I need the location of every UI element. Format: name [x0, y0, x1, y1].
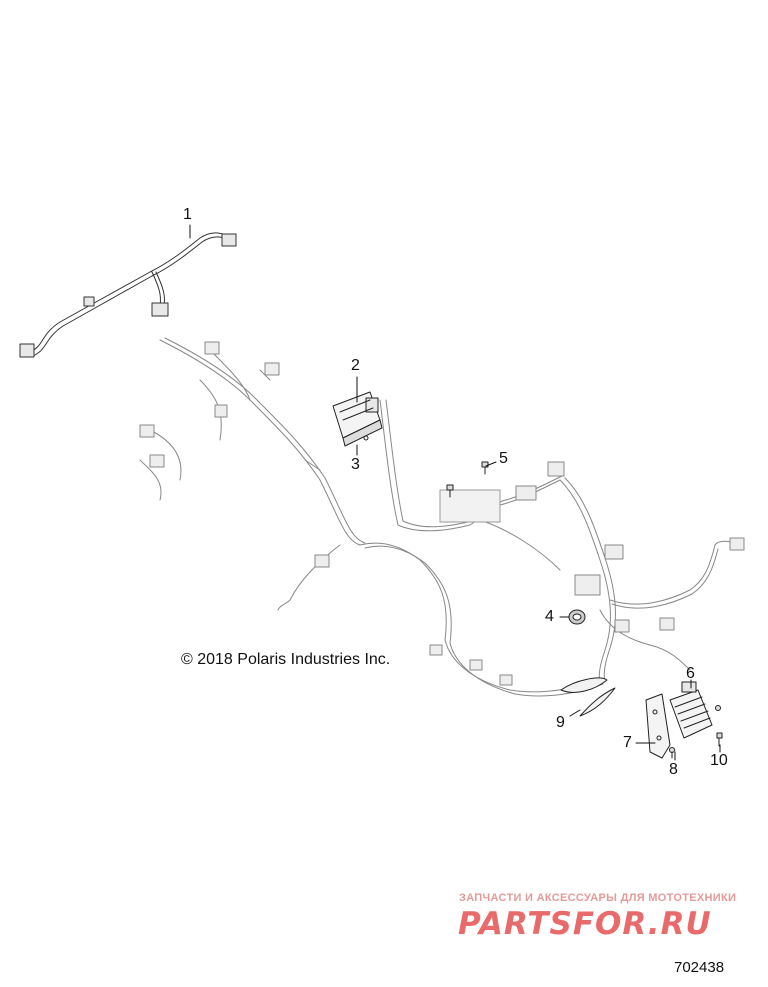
- fastener-part-10: [715, 705, 723, 747]
- watermark-tagline: ЗАПЧАСТИ И АКСЕССУАРЫ ДЛЯ МОТОТЕХНИКИ: [459, 892, 737, 904]
- copyright-text: © 2018 Polaris Industries Inc.: [181, 651, 391, 668]
- callout-10: 10: [710, 752, 728, 769]
- screw-part-3: [363, 435, 369, 441]
- callout-3: 3: [351, 456, 360, 473]
- fastener-part-8: [669, 747, 675, 759]
- callout-5: 5: [499, 450, 508, 467]
- watermark-logo: PARTSFOR.RU: [458, 906, 712, 942]
- callout-6: 6: [686, 665, 695, 682]
- callout-4: 4: [545, 608, 554, 625]
- callout-9: 9: [556, 714, 565, 731]
- bolt-part-5: [446, 461, 489, 498]
- callout-7: 7: [623, 734, 632, 751]
- grommet-part-4: [568, 609, 586, 625]
- regulator-part-6: [669, 681, 713, 739]
- bracket-part-7: [645, 693, 671, 759]
- figure-number: 702438: [674, 959, 725, 976]
- callout-2: 2: [351, 357, 360, 374]
- leader-lines: [189, 224, 721, 761]
- ecu-part-2: [332, 391, 383, 447]
- main-harness: [139, 337, 745, 697]
- strap-part-9: [560, 677, 616, 717]
- callout-1: 1: [183, 206, 192, 223]
- callout-8: 8: [669, 761, 678, 778]
- front-harness-part-1: [19, 232, 237, 358]
